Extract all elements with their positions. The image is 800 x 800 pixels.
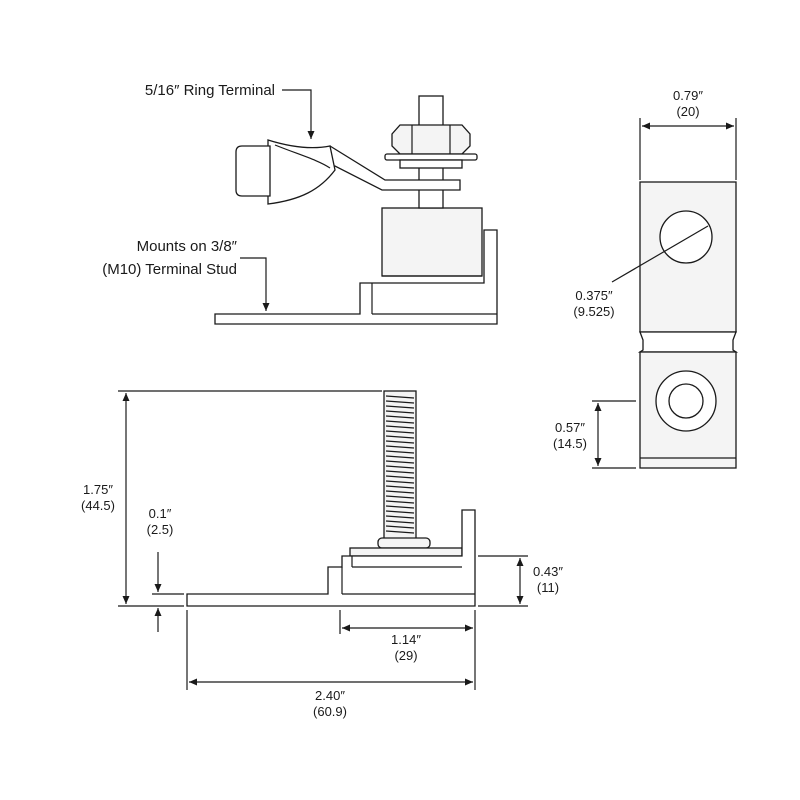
overall-length-mm: (60.9) <box>313 704 347 719</box>
washer <box>384 153 478 161</box>
overall-height-in: 1.75″ <box>83 482 113 497</box>
hex-nut <box>391 124 471 155</box>
top-view <box>637 181 739 469</box>
stud-washer <box>349 547 463 557</box>
top-view-neck <box>637 331 739 353</box>
profile-view <box>186 390 476 607</box>
overall-height-mm: (44.5) <box>81 498 115 513</box>
top-width-mm: (20) <box>676 104 699 119</box>
ring-terminal-leader <box>282 89 315 139</box>
hole-offset-in: 0.57″ <box>555 420 585 435</box>
step-height-in: 0.43″ <box>533 564 563 579</box>
mounts-label-line1: Mounts on 3/8″ <box>137 238 238 255</box>
cable-insulation <box>235 145 271 197</box>
bracket-profile <box>214 229 498 325</box>
stud-base-cylinder <box>381 207 483 277</box>
crimp-barrel <box>267 139 336 205</box>
mounts-leader <box>240 257 270 311</box>
stud-hole <box>659 210 713 264</box>
stud-inner <box>668 383 704 419</box>
hole-dia-in: 0.375″ <box>575 288 613 303</box>
stud-to-end-mm: (29) <box>394 648 417 663</box>
step-height-mm: (11) <box>537 580 559 595</box>
overall-length-in: 2.40″ <box>315 688 345 703</box>
ring-terminal-label: 5/16″ Ring Terminal <box>145 82 275 99</box>
hole-dia-mm: (9.525) <box>573 304 614 319</box>
lock-washer <box>399 159 463 169</box>
hole-offset-mm: (14.5) <box>553 436 587 451</box>
plate-thickness-in: 0.1″ <box>149 506 172 521</box>
top-width-in: 0.79″ <box>673 88 703 103</box>
mounts-label-line2: (M10) Terminal Stud <box>102 261 237 278</box>
side-view-assembly <box>214 95 498 325</box>
stud-collar <box>377 537 431 549</box>
stud-to-end-in: 1.14″ <box>391 632 421 647</box>
stud-threads <box>385 395 415 534</box>
hole-diameter-leader <box>611 225 709 283</box>
plate-thickness-mm: (2.5) <box>147 522 174 537</box>
profile-bracket <box>186 509 476 607</box>
